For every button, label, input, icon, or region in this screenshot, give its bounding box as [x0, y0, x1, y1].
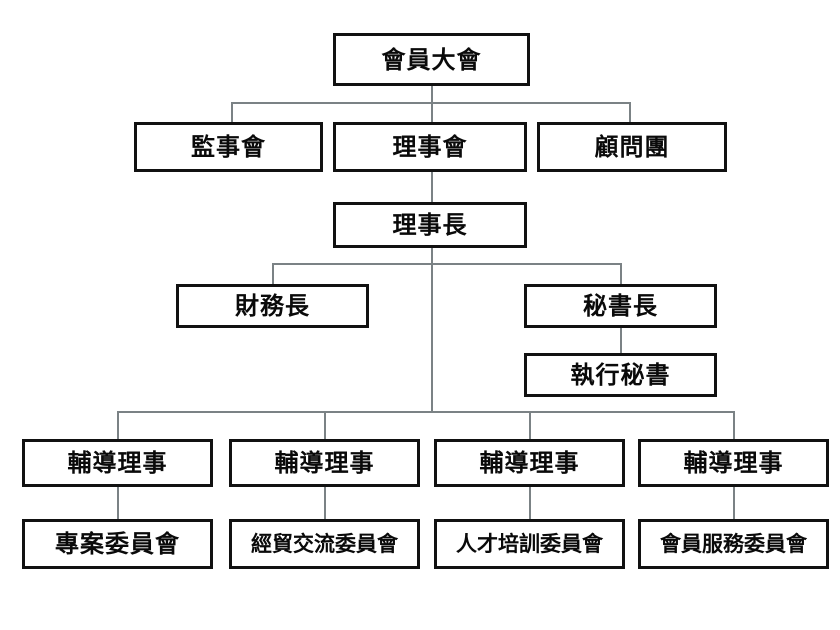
node-advisory-group-label: 顧問團 — [594, 133, 670, 161]
node-general-assembly-label: 會員大會 — [381, 45, 482, 74]
connector-drop-advisory-director-3 — [529, 411, 531, 439]
node-executive-secretary-label: 執行秘書 — [570, 361, 671, 389]
connector-director2-to-trade-committee — [324, 487, 326, 519]
connector-secretary-to-exec-secretary — [620, 326, 622, 353]
node-talent-training-committee-label: 人才培訓委員會 — [456, 531, 603, 556]
node-talent-training-committee[interactable]: 人才培訓委員會 — [434, 519, 625, 569]
node-project-committee-label: 專案委員會 — [55, 530, 180, 558]
node-chairman[interactable]: 理事長 — [333, 202, 527, 248]
connector-drop-advisory-director-2 — [324, 411, 326, 439]
node-advisory-director-2[interactable]: 輔導理事 — [229, 439, 420, 487]
connector-director3-to-training-committee — [529, 487, 531, 519]
node-secretary-general[interactable]: 秘書長 — [524, 284, 717, 328]
node-treasurer-label: 財務長 — [235, 292, 310, 320]
node-board-of-directors-label: 理事會 — [392, 133, 468, 161]
node-advisory-group[interactable]: 顧問團 — [537, 122, 727, 172]
connector-drop-treasurer — [272, 263, 274, 284]
node-advisory-director-4-label: 輔導理事 — [683, 449, 784, 477]
node-treasurer[interactable]: 財務長 — [176, 284, 369, 328]
node-secretary-general-label: 秘書長 — [583, 292, 658, 320]
node-advisory-director-3[interactable]: 輔導理事 — [434, 439, 625, 487]
node-executive-secretary[interactable]: 執行秘書 — [524, 353, 717, 397]
node-advisory-director-2-label: 輔導理事 — [274, 449, 375, 477]
connector-drop-supervisors — [231, 102, 233, 124]
node-general-assembly[interactable]: 會員大會 — [333, 33, 530, 86]
connector-level4-bus — [272, 263, 622, 265]
node-board-of-supervisors-label: 監事會 — [191, 133, 266, 161]
connector-chairman-spine — [431, 246, 433, 413]
connector-drop-secretary-general — [620, 263, 622, 284]
connector-drop-directors — [431, 102, 433, 124]
node-chairman-label: 理事長 — [392, 211, 468, 239]
connector-director1-to-project-committee — [117, 487, 119, 519]
connector-drop-advisory — [629, 102, 631, 124]
connector-assembly-stem — [431, 85, 433, 103]
node-board-of-supervisors[interactable]: 監事會 — [134, 122, 323, 172]
connector-drop-advisory-director-4 — [733, 411, 735, 439]
node-advisory-director-4[interactable]: 輔導理事 — [638, 439, 829, 487]
connector-drop-advisory-director-1 — [117, 411, 119, 439]
node-advisory-director-3-label: 輔導理事 — [479, 449, 580, 477]
node-member-services-committee[interactable]: 會員服務委員會 — [638, 519, 829, 569]
node-project-committee[interactable]: 專案委員會 — [22, 519, 213, 569]
node-trade-exchange-committee[interactable]: 經貿交流委員會 — [229, 519, 420, 569]
node-advisory-director-1-label: 輔導理事 — [67, 449, 168, 477]
connector-director4-to-services-committee — [733, 487, 735, 519]
node-advisory-director-1[interactable]: 輔導理事 — [22, 439, 213, 487]
node-board-of-directors[interactable]: 理事會 — [333, 122, 527, 172]
connector-directors-to-chairman — [431, 168, 433, 202]
node-member-services-committee-label: 會員服務委員會 — [660, 531, 807, 556]
connector-level6-bus — [117, 411, 735, 413]
node-trade-exchange-committee-label: 經貿交流委員會 — [251, 531, 398, 556]
